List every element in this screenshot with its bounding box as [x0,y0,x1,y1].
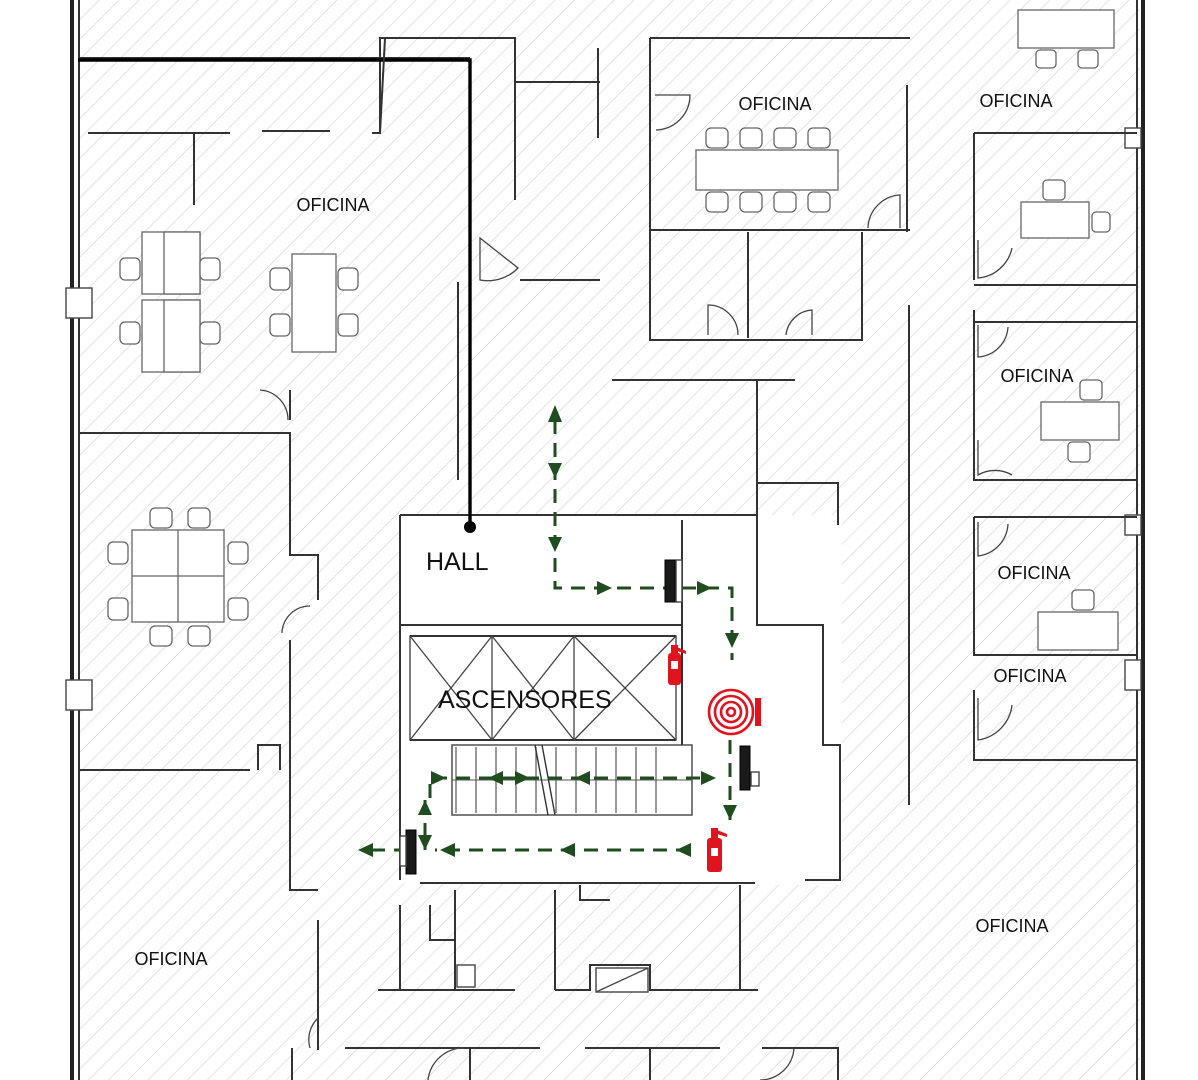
interior-walls [78,37,1137,1080]
room-label-office: OFICINA [1000,366,1073,386]
room-label-elevators: ASCENSORES [438,686,612,714]
exterior-walls [65,0,1145,1080]
room-label-office: OFICINA [134,949,207,969]
evacuation-route [358,405,739,857]
room-label-office: OFICINA [975,916,1048,936]
room-labels: OFICINA OFICINA OFICINA OFICINA OFICINA … [134,91,1073,969]
room-label-office: OFICINA [296,195,369,215]
fire-hose-reel-icon [707,688,761,736]
room-label-office: OFICINA [738,94,811,114]
room-label-office: OFICINA [997,563,1070,583]
elevator-shafts [409,635,677,741]
fire-extinguisher-icon [668,645,686,685]
emergency-signs [399,559,760,875]
room-label-office: OFICINA [993,666,1066,686]
fire-alarm-cable [78,37,476,533]
stair-break-line [534,744,556,816]
doors [259,94,1013,1080]
furniture [107,9,1120,651]
fire-extinguisher-icon [707,828,727,872]
staircase [451,744,693,816]
room-label-office: OFICINA [979,91,1052,111]
room-label-hall: HALL [426,548,489,576]
